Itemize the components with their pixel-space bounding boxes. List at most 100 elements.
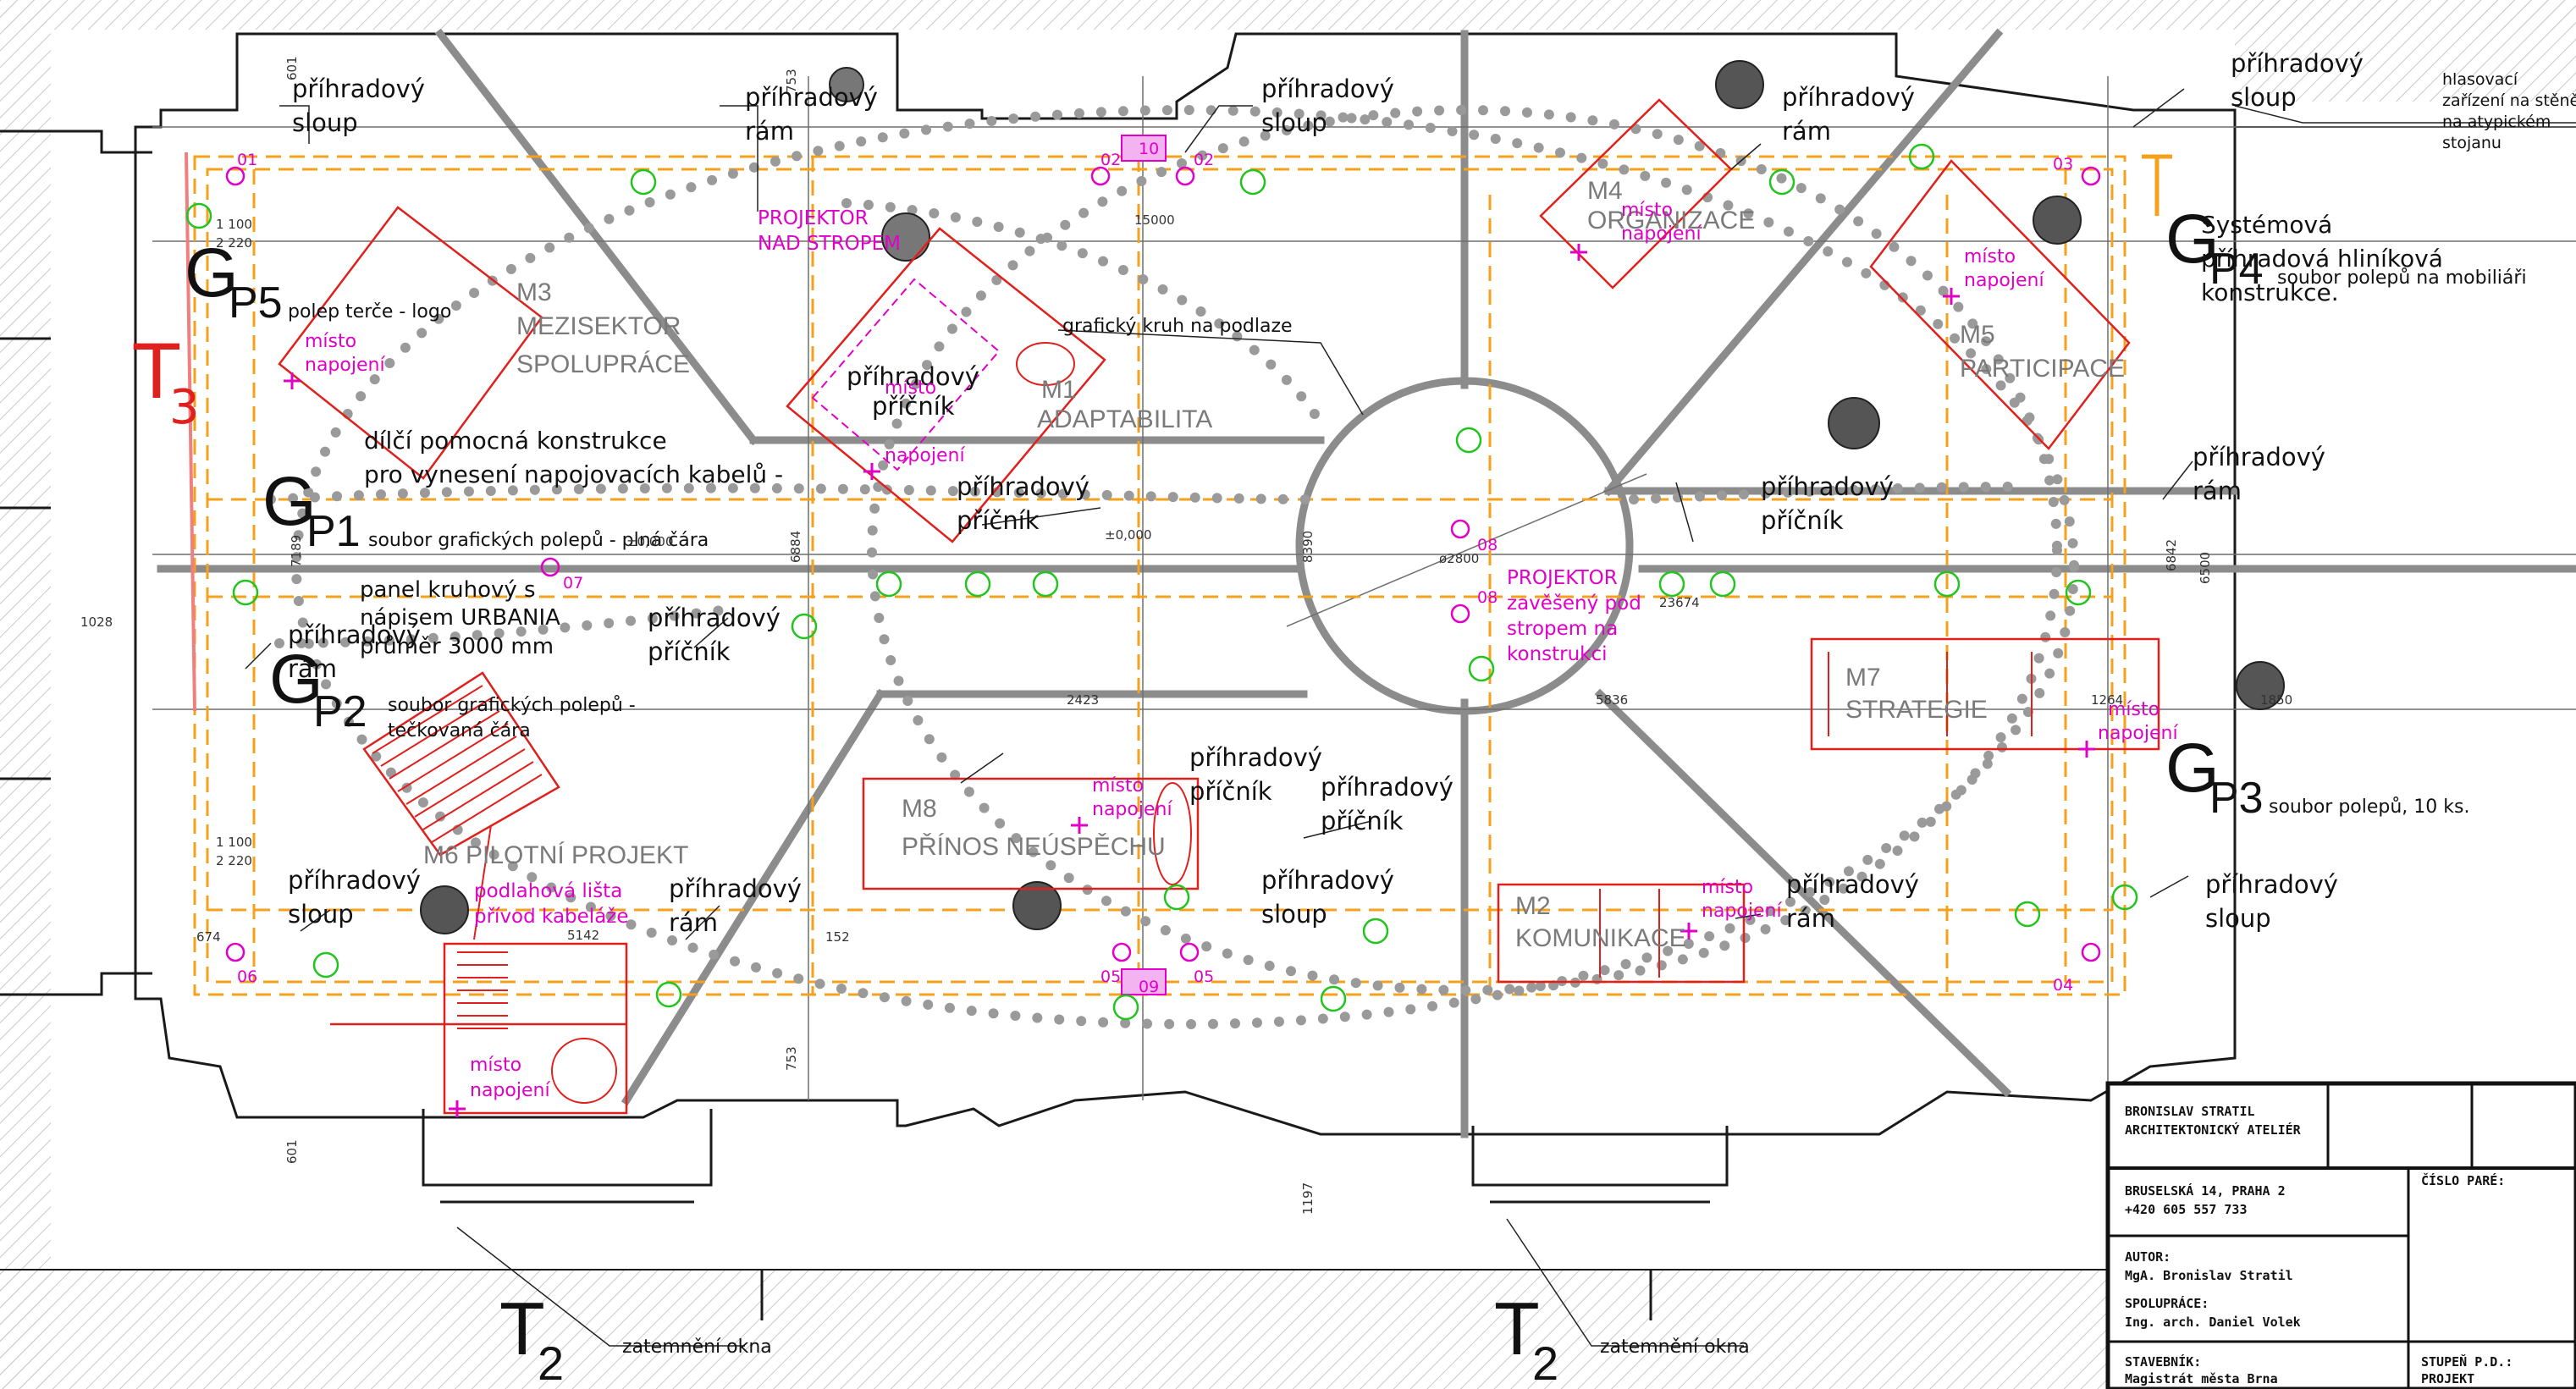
svg-text:konstrukce.: konstrukce.: [2201, 278, 2339, 306]
connection-points: [284, 244, 2095, 1117]
svg-text:M5: M5: [1960, 321, 1995, 349]
svg-text:soubor grafických polepů - pln: soubor grafických polepů - plná čára: [368, 530, 709, 551]
svg-text:NAD STROPEM: NAD STROPEM: [758, 233, 901, 255]
svg-text:G: G: [2165, 201, 2220, 278]
svg-text:601: 601: [284, 1139, 300, 1164]
svg-text:polep terče - logo: polep terče - logo: [288, 301, 451, 322]
svg-text:MEZISEKTOR: MEZISEKTOR: [516, 312, 681, 340]
svg-text:M3: M3: [516, 278, 552, 306]
grid-lines: [152, 76, 2576, 1100]
svg-text:rám: rám: [2193, 477, 2242, 505]
symbol-t3: T 3: [133, 328, 200, 435]
module-m3-label: M3 MEZISEKTOR SPOLUPRÁCE: [516, 278, 690, 378]
svg-text:PŘÍNOS NEÚSPĚCHU: PŘÍNOS NEÚSPĚCHU: [902, 833, 1166, 861]
module-m7-label: M7 STRATEGIE: [1845, 664, 1988, 724]
svg-text:příhradový: příhradový: [1261, 866, 1394, 895]
svg-text:02: 02: [1194, 151, 1214, 169]
svg-text:1850: 1850: [2260, 692, 2292, 708]
svg-text:BRUSELSKÁ 14, PRAHA 2: BRUSELSKÁ 14, PRAHA 2: [2125, 1182, 2286, 1199]
svg-text:napojení: napojení: [1092, 799, 1172, 820]
svg-text:sloup: sloup: [292, 108, 358, 137]
svg-text:PROJEKTOR: PROJEKTOR: [758, 207, 869, 229]
svg-text:±0,000: ±0,000: [626, 534, 674, 549]
symbol-gp1: G P1: [262, 463, 361, 556]
leader-lines: [245, 88, 2576, 1347]
svg-text:PARTICIPACE: PARTICIPACE: [1960, 355, 2125, 383]
svg-text:místo: místo: [1092, 775, 1144, 796]
svg-text:ČÍSLO PARÉ:: ČÍSLO PARÉ:: [2421, 1172, 2505, 1188]
svg-text:soubor grafických polepů -: soubor grafických polepů -: [388, 695, 636, 716]
svg-text:6842: 6842: [2164, 539, 2179, 571]
svg-text:09: 09: [1139, 978, 1159, 996]
svg-text:soubor polepů, 10 ks.: soubor polepů, 10 ks.: [2269, 796, 2469, 818]
projector-zone: [811, 135, 1167, 995]
module-m4-label: M4 ORGANIZACE: [1587, 177, 1755, 234]
svg-text:01: 01: [237, 151, 257, 169]
svg-text:2423: 2423: [1067, 692, 1099, 708]
svg-text:rám: rám: [1782, 117, 1831, 146]
svg-text:7189: 7189: [289, 535, 304, 567]
svg-text:1197: 1197: [1300, 1182, 1316, 1215]
svg-text:příhradový: příhradový: [288, 620, 421, 649]
dimension-labels: 601 601 753 753 15000 8390 6842 6500 102…: [80, 56, 2292, 1215]
svg-text:Magistrát města Brna: Magistrát města Brna: [2125, 1371, 2278, 1386]
svg-text:08: 08: [1477, 536, 1498, 554]
module-outlines: [278, 98, 2160, 1115]
svg-text:soubor polepů na mobiliáři: soubor polepů na mobiliáři: [2277, 267, 2527, 289]
svg-text:zatemnění okna: zatemnění okna: [622, 1337, 772, 1358]
svg-text:sloup: sloup: [2205, 904, 2271, 933]
svg-text:příčník: příčník: [648, 637, 731, 666]
svg-text:napojení: napojení: [1621, 223, 1702, 245]
svg-text:nápisem URBANIA: nápisem URBANIA: [360, 605, 560, 631]
svg-text:M8: M8: [902, 795, 937, 823]
svg-text:příhradový: příhradový: [1786, 870, 1919, 899]
svg-text:05: 05: [1194, 967, 1214, 986]
svg-text:05: 05: [1100, 967, 1121, 986]
svg-text:napojení: napojení: [470, 1080, 550, 1101]
svg-text:5142: 5142: [567, 928, 599, 943]
svg-text:příhradový: příhradový: [648, 604, 781, 632]
svg-text:konstrukci: konstrukci: [1507, 643, 1608, 665]
svg-text:08: 08: [1477, 588, 1498, 607]
title-block: BRONISLAV STRATIL ARCHITEKTONICKÝ ATELIÉ…: [2105, 1081, 2576, 1389]
svg-text:hlasovací: hlasovací: [2442, 70, 2518, 89]
svg-text:3: 3: [169, 380, 200, 435]
t1-mark: [2142, 154, 2172, 216]
svg-text:Systémová: Systémová: [2201, 211, 2332, 239]
grey-structure: [157, 28, 2576, 1138]
svg-text:BRONISLAV STRATIL: BRONISLAV STRATIL: [2125, 1104, 2255, 1119]
symbol-t2-left: T 2: [499, 1287, 564, 1389]
svg-text:M2: M2: [1515, 892, 1551, 920]
svg-text:PROJEKTOR: PROJEKTOR: [1507, 567, 1618, 589]
svg-text:T: T: [499, 1287, 545, 1370]
svg-text:místo: místo: [470, 1055, 521, 1076]
svg-text:P1: P1: [306, 507, 361, 556]
svg-text:AUTOR:: AUTOR:: [2125, 1249, 2171, 1265]
svg-text:STAVEBNÍK:: STAVEBNÍK:: [2125, 1353, 2201, 1370]
svg-text:příhradový: příhradový: [1189, 743, 1322, 772]
svg-text:03: 03: [2053, 155, 2073, 174]
annotation-texts: polep terče - logo dílčí pomocná konstru…: [288, 70, 2576, 1358]
svg-text:P4: P4: [2209, 245, 2264, 294]
svg-text:P5: P5: [229, 278, 283, 328]
svg-text:674: 674: [196, 929, 221, 945]
svg-text:MgA. Bronislav Stratil: MgA. Bronislav Stratil: [2125, 1268, 2293, 1283]
svg-text:SPOLUPRÁCE: SPOLUPRÁCE: [516, 350, 690, 378]
floor-circles: [420, 60, 2285, 934]
svg-text:příčník: příčník: [1761, 506, 1844, 535]
svg-text:2 220: 2 220: [216, 853, 252, 868]
svg-text:příhradový: příhradový: [847, 362, 979, 391]
svg-text:PROJEKT: PROJEKT: [2421, 1371, 2474, 1386]
svg-text:příčník: příčník: [957, 506, 1040, 535]
svg-text:příhradový: příhradový: [288, 866, 421, 895]
svg-text:rám: rám: [1786, 904, 1835, 933]
marker-numbers: 01 02 02 03 04 05 05 06 07 08 08 09 10: [237, 140, 2073, 996]
svg-text:1 100: 1 100: [216, 217, 252, 232]
svg-text:ø2800: ø2800: [1439, 551, 1479, 566]
svg-text:sloup: sloup: [2231, 83, 2297, 112]
svg-text:zařízení na stěně: zařízení na stěně: [2442, 91, 2576, 110]
symbol-gp5: G P5: [185, 234, 283, 328]
green-devices: [185, 143, 2138, 1021]
svg-text:ADAPTABILITA: ADAPTABILITA: [1037, 405, 1212, 433]
svg-text:+420 605 557 733: +420 605 557 733: [2125, 1202, 2248, 1217]
